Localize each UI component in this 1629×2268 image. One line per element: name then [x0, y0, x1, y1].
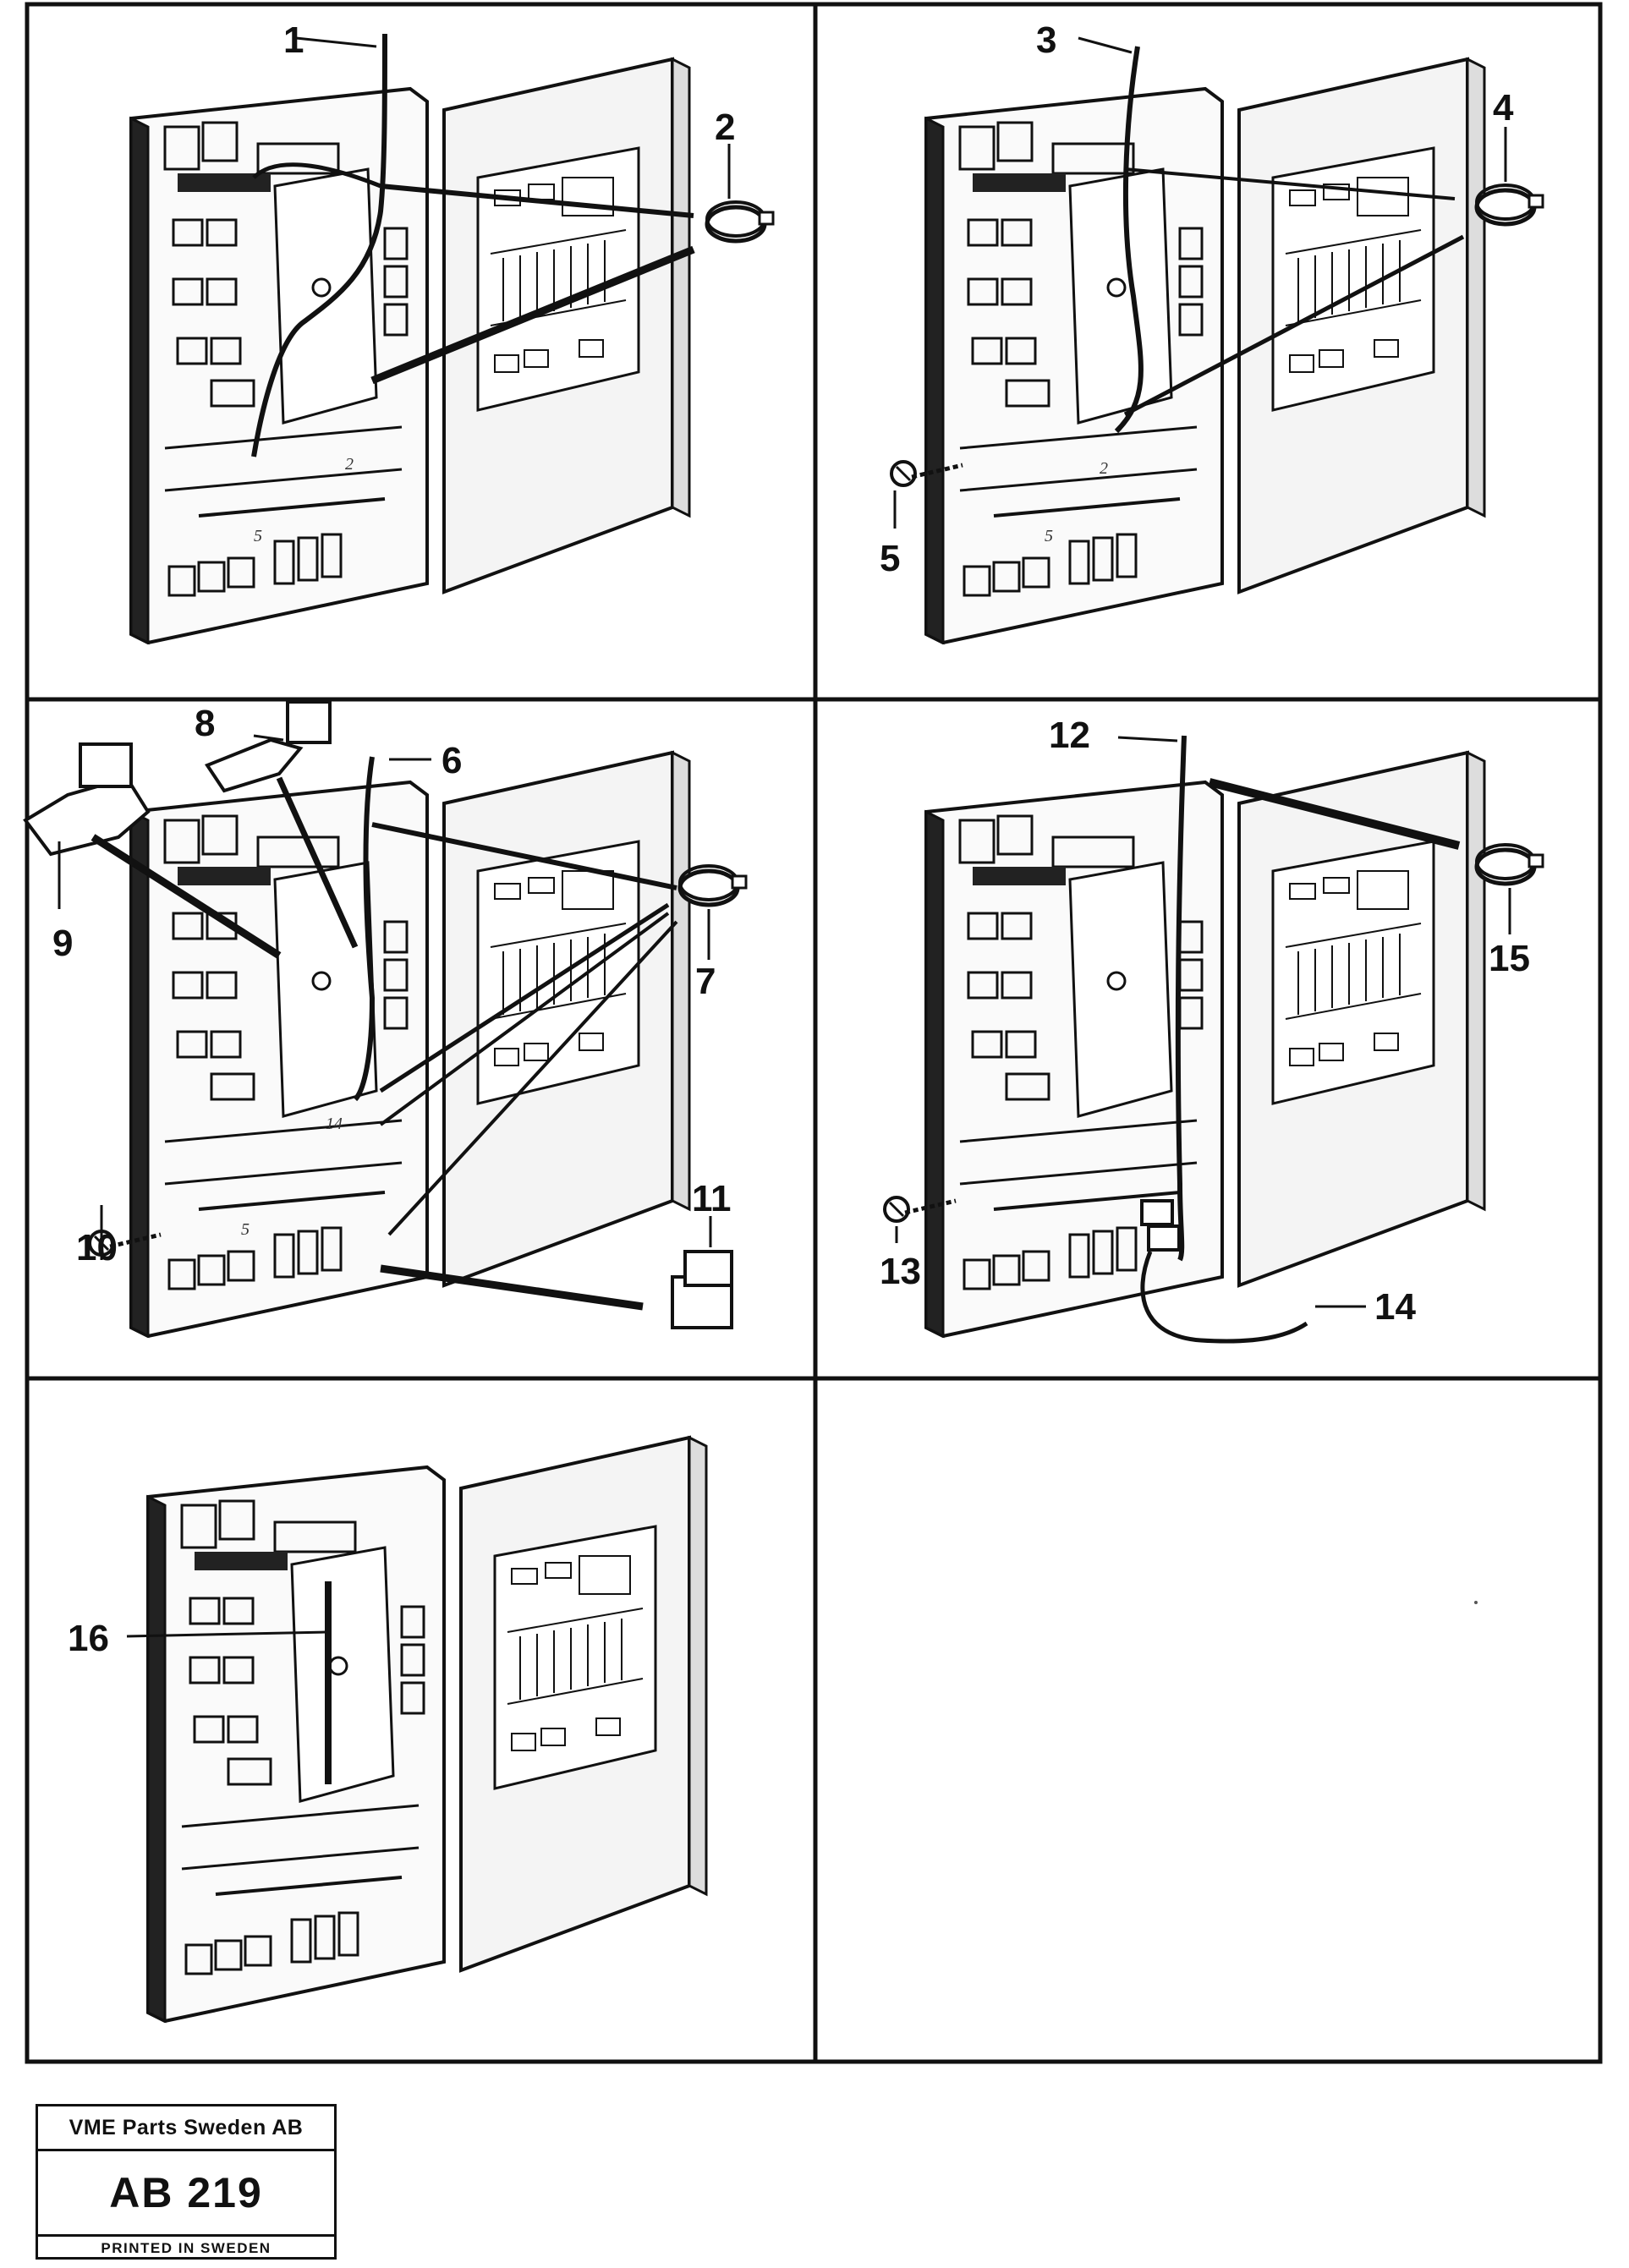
callout-10: 10 [76, 1227, 118, 1268]
cabinet-panel-2 [924, 58, 1486, 644]
cabinet-panel-4 [924, 751, 1486, 1338]
callout-11: 11 [692, 1178, 732, 1219]
clamp-7 [680, 866, 746, 905]
callout-16: 16 [68, 1618, 109, 1659]
panel-2: 3 4 5 2 5 [880, 19, 1543, 644]
board-mark-p1-a: 2 [345, 455, 354, 474]
callout-8: 8 [195, 703, 215, 744]
cabinet-panel-1 [129, 58, 691, 644]
cabinet-panel-5 [146, 1436, 708, 2023]
connector-11 [671, 1250, 733, 1329]
callout-15: 15 [1489, 938, 1530, 979]
clamp-15 [1477, 845, 1543, 884]
board-mark-p3-b: 5 [241, 1220, 250, 1239]
board-mark-p2-a: 2 [1100, 459, 1108, 478]
callout-14: 14 [1374, 1286, 1416, 1328]
callout-12: 12 [1049, 715, 1090, 756]
cabinet-panel-3 [129, 751, 691, 1338]
printed-note: PRINTED IN SWEDEN [101, 2240, 272, 2256]
panel-6 [1474, 1601, 1478, 1604]
title-block: VME Parts Sweden AB AB 219 PRINTED IN SW… [36, 2104, 337, 2260]
harness-12 [1175, 735, 1187, 1262]
panel-5: 16 [68, 1436, 708, 2023]
cable-14 [1140, 1251, 1308, 1344]
clamp-4 [1477, 185, 1543, 224]
clamp-2 [707, 202, 773, 241]
callout-3: 3 [1036, 19, 1056, 61]
panel-3: 8 6 7 9 10 11 14 5 [23, 700, 746, 1338]
board-mark-p1-b: 5 [254, 527, 262, 545]
callout-5: 5 [880, 538, 900, 579]
callout-2: 2 [715, 107, 735, 148]
company-name: VME Parts Sweden AB [38, 2106, 334, 2151]
callout-7: 7 [695, 961, 716, 1002]
harness-6 [353, 756, 376, 1102]
harness-1 [251, 33, 387, 457]
drawing-code: AB 219 [38, 2151, 334, 2237]
board-mark-p2-b: 5 [1045, 527, 1053, 545]
callout-1: 1 [283, 19, 304, 61]
board-mark-p3-a: 14 [326, 1115, 343, 1133]
connector-8 [204, 737, 304, 793]
callout-6: 6 [442, 740, 462, 781]
panel-1: 1 2 2 5 [129, 19, 773, 644]
callout-9: 9 [52, 923, 73, 964]
connector-9 [23, 775, 151, 857]
harness-3 [1114, 46, 1144, 434]
panel-4: 12 15 13 14 [880, 715, 1543, 1344]
callout-4: 4 [1493, 87, 1514, 129]
panel-grid [25, 2, 1603, 2064]
callout-13: 13 [880, 1251, 921, 1292]
